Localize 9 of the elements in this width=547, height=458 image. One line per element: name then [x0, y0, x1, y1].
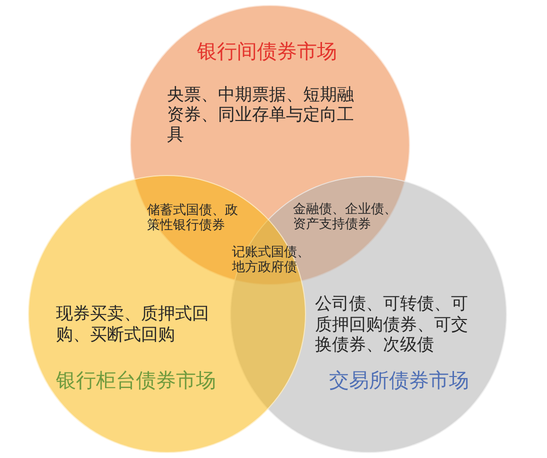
overlap-label: 储蓄式国债、政策性银行债券	[147, 202, 239, 232]
overlap-label: 金融债、企业债、资产支持债券	[293, 201, 398, 231]
circle-title: 银行柜台债券市场	[56, 369, 216, 393]
circle-description: 央票、中期票据、短期融资券、同业存单与定向工具	[167, 85, 355, 145]
circle-description: 现券买卖、质押式回购、买断式回购	[56, 303, 210, 345]
circle-title: 交易所债券市场	[329, 369, 469, 393]
circle-title: 银行间债券市场	[197, 40, 337, 64]
overlap-label: 记账式国债、地方政府债	[232, 244, 311, 274]
circle-description: 公司债、可转债、可质押回购债券、可交换债券、次级债	[315, 294, 469, 356]
